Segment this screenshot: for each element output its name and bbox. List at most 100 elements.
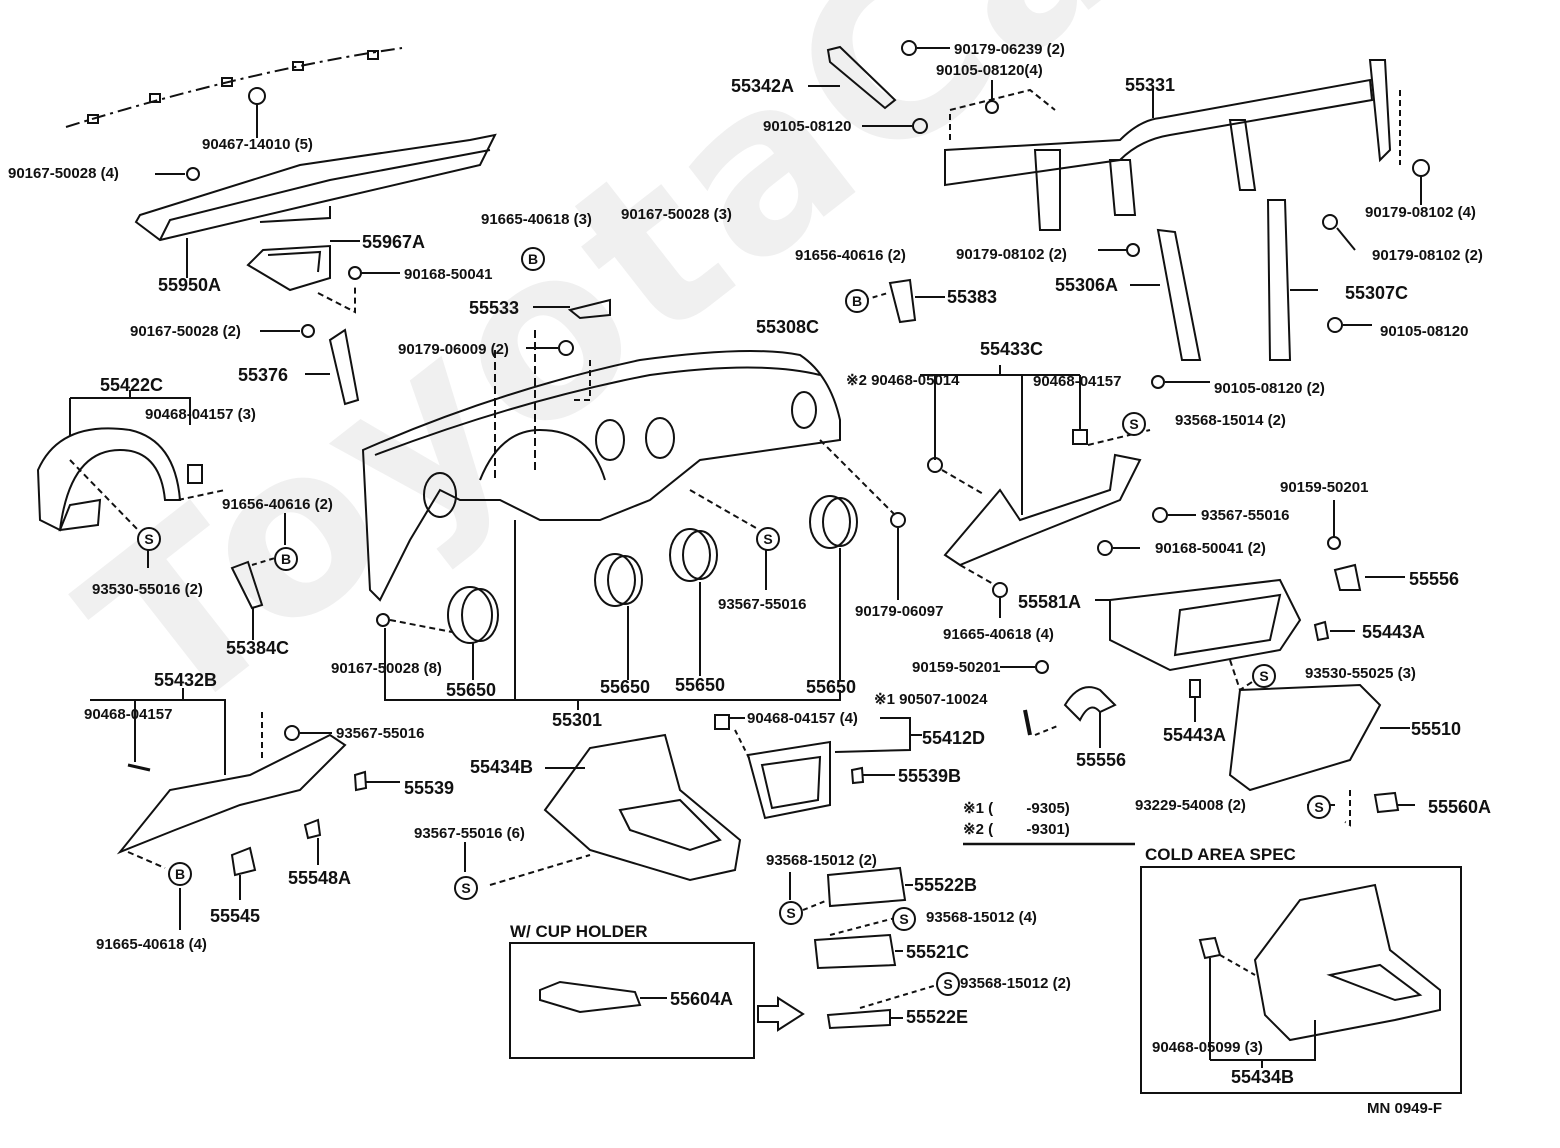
part-label: 91665-40618 (3) xyxy=(481,211,592,228)
part-label: 55560A xyxy=(1428,797,1492,817)
duct xyxy=(246,240,400,314)
lower-panel-55432B xyxy=(90,688,400,930)
legend-marker: ※1 xyxy=(963,800,984,817)
part-label: 55521C xyxy=(906,942,970,962)
part-label: 93568-15012 (2) xyxy=(960,975,1071,992)
part-label: 55376 xyxy=(238,365,289,385)
legend-range: ( -9301) xyxy=(988,821,1070,838)
part-label: 55556 xyxy=(1409,569,1460,589)
part-label: 90105-08120 xyxy=(1380,323,1469,340)
part-label: 55443A xyxy=(1163,725,1227,745)
part-label: 55522E xyxy=(906,1007,969,1027)
roof-clip-rail xyxy=(65,47,403,138)
instrument-panel xyxy=(361,298,906,700)
bolt-symbol-b: B xyxy=(274,547,298,571)
bolt-symbol-b: B xyxy=(521,247,545,271)
part-label: 55581A xyxy=(1018,592,1082,612)
screw-symbol-s: S xyxy=(756,527,780,551)
screw-symbol-s: S xyxy=(892,907,916,931)
part-label: 91665-40618 (4) xyxy=(96,936,207,953)
part-label: 90468-04157 xyxy=(84,706,173,723)
bracket-55384C xyxy=(230,557,276,640)
console-55434B xyxy=(464,733,742,886)
part-label: 55422C xyxy=(100,375,164,395)
part-label: 55412D xyxy=(922,728,986,748)
part-label: 55650 xyxy=(600,677,651,697)
part-label: 93530-55016 (2) xyxy=(92,581,203,598)
screw-symbol-s: S xyxy=(137,527,161,551)
part-label: 90167-50028 (2) xyxy=(130,323,241,340)
part-label: 93567-55016 (6) xyxy=(414,825,525,842)
part-label: 90105-08120(4) xyxy=(936,62,1043,79)
legend-note-1: ※1 ( -9305) xyxy=(963,801,1070,816)
part-label: 55331 xyxy=(1125,75,1176,95)
part-label: 55950A xyxy=(158,275,222,295)
part-label: 55433C xyxy=(980,339,1044,359)
part-label: 90105-08120 xyxy=(763,118,852,135)
bracket-55383 xyxy=(863,278,945,324)
defroster-nozzle xyxy=(134,133,497,278)
cup-holder-inset xyxy=(509,942,755,1059)
stay-55556 xyxy=(1000,660,1117,748)
cold-area-inset xyxy=(1140,866,1462,1094)
part-label: 55342A xyxy=(731,76,795,96)
screw-symbol-s: S xyxy=(1122,412,1146,436)
part-label: 90179-06239 (2) xyxy=(954,41,1065,58)
part-label: 55510 xyxy=(1411,719,1462,739)
part-label: 90468-04157 (3) xyxy=(145,406,256,423)
part-label: 55301 xyxy=(552,710,603,730)
part-label: 55308C xyxy=(756,317,820,337)
part-label: 90468-04157 xyxy=(1033,373,1122,390)
part-label: 91665-40618 (4) xyxy=(943,626,1054,643)
part-label: 93567-55016 xyxy=(718,596,807,613)
screw-symbol-s: S xyxy=(1307,795,1331,819)
part-label: 55307C xyxy=(1345,283,1409,303)
part-label: 55604A xyxy=(670,989,734,1009)
part-label: 55556 xyxy=(1076,750,1127,770)
part-label: 55545 xyxy=(210,906,261,926)
part-label: 90159-50201 xyxy=(1280,479,1369,496)
legend-marker: ※2 xyxy=(963,821,984,838)
part-label: 55967A xyxy=(362,232,426,252)
part-label: 90168-50041 xyxy=(404,266,493,283)
part-label: 55539B xyxy=(898,766,962,786)
meter-hood xyxy=(36,390,286,568)
part-label: 90168-50041 (2) xyxy=(1155,540,1266,557)
cup-holder-title: W/ CUP HOLDER xyxy=(510,922,648,941)
screw-symbol-s: S xyxy=(936,972,960,996)
part-label: 90179-08102 (2) xyxy=(956,246,1067,263)
side-braces xyxy=(1098,199,1372,389)
reinforcement xyxy=(808,40,1430,231)
part-label: 90167-50028 (3) xyxy=(621,206,732,223)
bezel-55412D xyxy=(714,714,922,820)
part-label: 90468-04157 (4) xyxy=(747,710,858,727)
part-label: 55650 xyxy=(806,677,857,697)
part-label: 55650 xyxy=(675,675,726,695)
bolt-symbol-b: B xyxy=(168,862,192,886)
part-label: 91656-40616 (2) xyxy=(795,247,906,264)
part-label: 55533 xyxy=(469,298,520,318)
part-label: 93530-55025 (3) xyxy=(1305,665,1416,682)
part-label: 90167-50028 (8) xyxy=(331,660,442,677)
cold-area-title: COLD AREA SPEC xyxy=(1145,845,1296,864)
part-label: ※2 90468-05014 xyxy=(846,372,960,389)
bolt-symbol-b: B xyxy=(845,289,869,313)
part-label: 93568-15012 (2) xyxy=(766,852,877,869)
drawing-code: MN 0949-F xyxy=(1367,1100,1443,1117)
screw-symbol-s: S xyxy=(454,876,478,900)
part-label: 90179-06009 (2) xyxy=(398,341,509,358)
part-label: 55383 xyxy=(947,287,998,307)
part-label: 93568-15014 (2) xyxy=(1175,412,1286,429)
vent-registers xyxy=(376,495,858,710)
part-label: 55432B xyxy=(154,670,218,690)
part-label: 55306A xyxy=(1055,275,1119,295)
part-label: 90159-50201 xyxy=(912,659,1001,676)
part-label: 93229-54008 (2) xyxy=(1135,797,1246,814)
part-label: ※1 90507-10024 xyxy=(874,691,988,708)
part-label: 91656-40616 (2) xyxy=(222,496,333,513)
ash-trays xyxy=(757,866,938,1032)
part-label: 90468-05099 (3) xyxy=(1152,1039,1263,1056)
part-label: 90167-50028 (4) xyxy=(8,165,119,182)
part-label: 93567-55016 xyxy=(336,725,425,742)
